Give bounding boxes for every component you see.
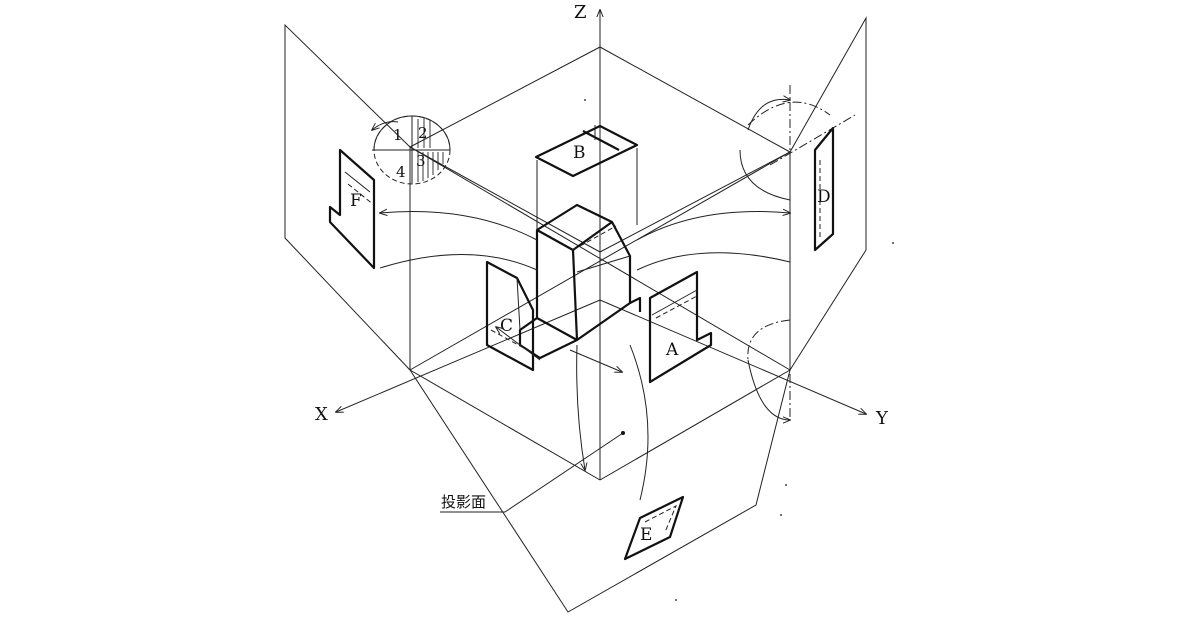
rotation-arcs bbox=[380, 212, 790, 501]
view-f-label: F bbox=[350, 191, 362, 211]
quadrant-4-label: 4 bbox=[396, 163, 406, 181]
x-axis bbox=[336, 299, 601, 412]
y-axis-label: Y bbox=[875, 408, 889, 429]
view-d bbox=[813, 126, 835, 252]
view-a bbox=[648, 270, 713, 384]
view-d-label: D bbox=[817, 187, 831, 207]
projection-plane-label: 投影面 bbox=[441, 493, 486, 511]
quadrant-sphere bbox=[372, 115, 451, 185]
scan-specks bbox=[584, 99, 894, 601]
y-axis bbox=[599, 299, 866, 414]
quadrant-3-label: 3 bbox=[416, 152, 426, 170]
right-unfolded-plane bbox=[789, 16, 867, 371]
view-e-label: E bbox=[640, 525, 652, 545]
view-c-label: C bbox=[500, 316, 513, 336]
left-unfolded-plane bbox=[284, 23, 411, 371]
coordinate-axes bbox=[336, 10, 866, 480]
view-f bbox=[328, 148, 376, 270]
plane-label-leader bbox=[440, 431, 625, 513]
leader-line bbox=[440, 432, 624, 513]
view-e bbox=[623, 495, 685, 561]
view-b bbox=[534, 124, 639, 230]
quadrant-2-label: 2 bbox=[418, 124, 428, 142]
quadrant-1-label: 1 bbox=[393, 126, 403, 144]
view-c bbox=[485, 260, 535, 372]
view-b-label: B bbox=[573, 143, 586, 163]
view-a-label: A bbox=[665, 340, 679, 360]
bottom-unfolded-plane bbox=[409, 369, 791, 613]
x-axis-label: X bbox=[315, 404, 328, 425]
z-axis-label: Z bbox=[574, 2, 587, 23]
right-rotation-ellipses bbox=[739, 85, 856, 420]
central-object bbox=[518, 203, 642, 360]
